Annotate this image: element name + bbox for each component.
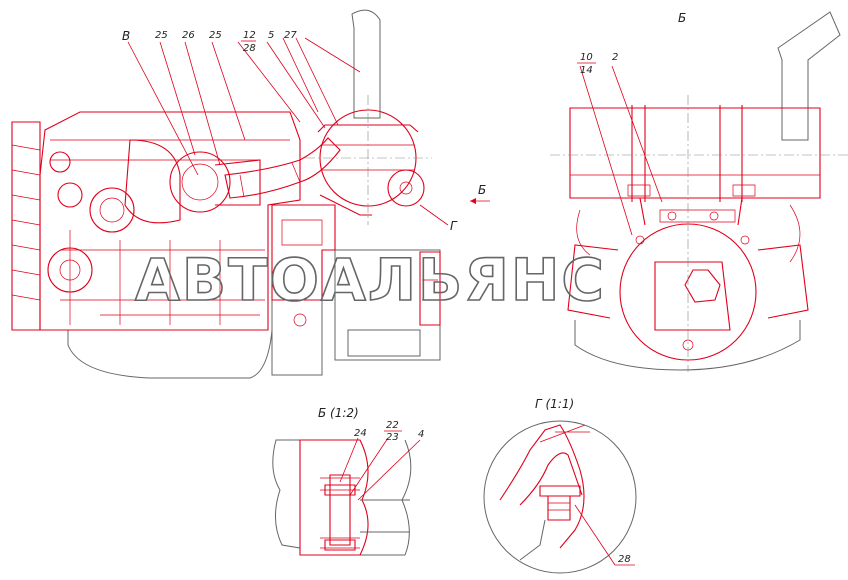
callout-26: 26 <box>182 30 195 41</box>
callout-22: 22 <box>386 420 399 431</box>
detail-g-title: Г (1:1) <box>535 397 574 411</box>
callout-4: 4 <box>418 429 424 440</box>
callout-5: 5 <box>268 30 274 41</box>
callout-2: 2 <box>612 52 618 63</box>
callout-24: 24 <box>354 428 367 439</box>
callout-28: 28 <box>243 43 256 54</box>
view-b-title: Б <box>678 11 686 25</box>
callout-28-detail: 28 <box>618 554 631 565</box>
callout-14: 14 <box>580 65 593 76</box>
callout-v: В <box>122 29 130 43</box>
callout-12: 12 <box>243 30 256 41</box>
callout-27: 27 <box>284 30 297 41</box>
detail-marker-g: Г <box>450 219 458 233</box>
section-marker-b: Б <box>478 183 486 197</box>
callout-23: 23 <box>386 432 399 443</box>
detail-g: Г (1:1) 28 <box>483 397 637 574</box>
section-b-detail: Б (1:2) 24 22 23 4 <box>272 406 424 556</box>
callout-25a: 25 <box>155 30 168 41</box>
section-b-title: Б (1:2) <box>318 406 359 420</box>
watermark: АВТОАЛЬЯНС <box>135 246 606 314</box>
view-b: Б 10 14 2 <box>550 11 848 372</box>
main-engine-view: В 25 26 25 12 28 5 27 Б Г <box>11 9 490 379</box>
callout-10: 10 <box>580 52 593 63</box>
callout-25b: 25 <box>209 30 222 41</box>
